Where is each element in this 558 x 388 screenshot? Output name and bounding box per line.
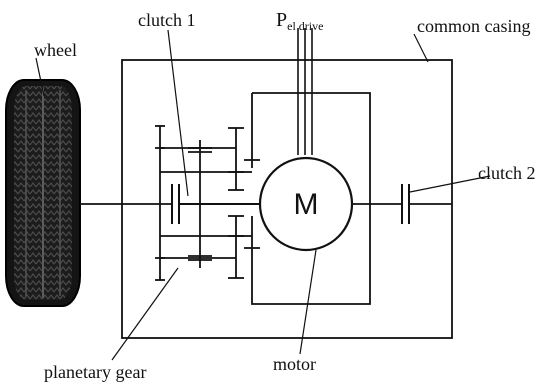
clutch-1	[171, 184, 260, 224]
common-casing-box	[121, 59, 453, 339]
label-common-casing: common casing	[417, 16, 530, 36]
label-wheel: wheel	[34, 40, 77, 60]
planetary-gear	[155, 125, 260, 281]
clutch-2	[401, 184, 410, 224]
label-clutch-1: clutch 1	[138, 10, 195, 30]
label-power: Pel drive	[276, 9, 323, 33]
label-clutch-2: clutch 2	[478, 163, 535, 183]
label-motor: motor	[273, 354, 316, 374]
motor-letter: M	[294, 188, 319, 221]
leader-lines	[35, 29, 491, 361]
power-lines	[297, 28, 313, 155]
wheel-tire	[5, 79, 81, 307]
motor-housing	[251, 92, 371, 305]
label-planetary-gear: planetary gear	[44, 362, 146, 382]
